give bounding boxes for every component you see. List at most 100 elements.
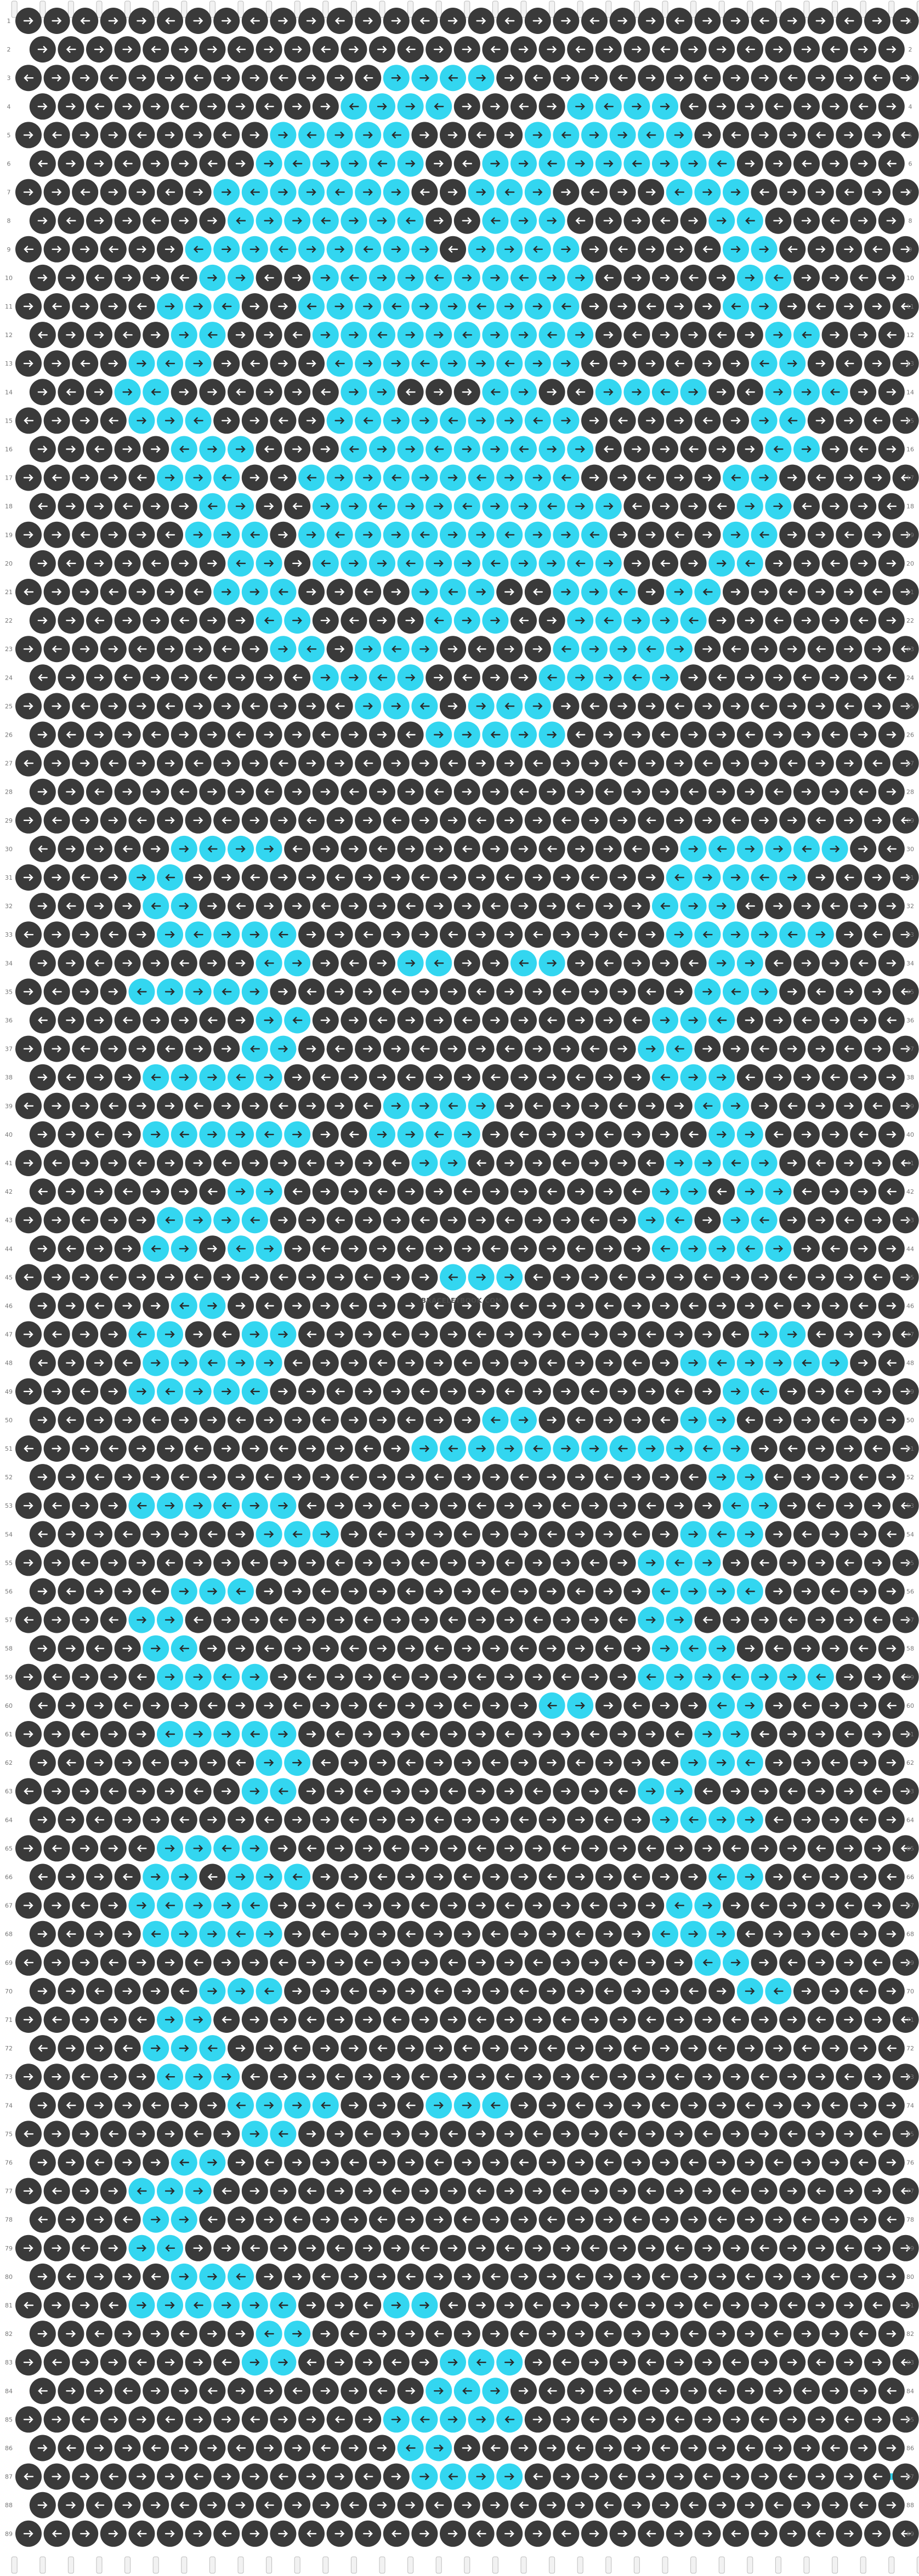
- knot-dark: [58, 264, 84, 291]
- knot-dark: [397, 607, 424, 634]
- knot-accent: [171, 893, 197, 920]
- knot-dark: [397, 36, 424, 63]
- knot-dark: [581, 236, 608, 263]
- knot-dark: [821, 607, 848, 634]
- knot-dark: [143, 264, 169, 291]
- knot-dark: [43, 122, 70, 149]
- knot-dark: [100, 1892, 127, 1919]
- knot-dark: [143, 436, 169, 463]
- knot-dark: [779, 2121, 806, 2147]
- knot-dark: [29, 93, 56, 120]
- knot-dark: [708, 322, 735, 349]
- knot-dark: [43, 1092, 70, 1119]
- knot-dark: [213, 864, 240, 891]
- knot-dark: [369, 1578, 395, 1605]
- row-label: 3: [909, 75, 912, 82]
- knot-dark: [426, 1235, 452, 1262]
- knot-accent: [751, 407, 778, 434]
- knot-dark: [553, 1492, 580, 1519]
- knot-dark: [341, 2435, 367, 2461]
- knot-dark: [638, 521, 665, 548]
- knot-dark: [86, 1635, 112, 1662]
- knot-accent: [383, 350, 410, 377]
- knot-dark: [595, 1521, 622, 1548]
- knot-dark: [779, 693, 806, 720]
- row-label: 60: [906, 1702, 914, 1709]
- knot-dark: [86, 1977, 112, 2004]
- knot-accent: [171, 1064, 197, 1091]
- knot-dark: [680, 550, 707, 577]
- knot-dark: [736, 893, 763, 920]
- knot-dark: [157, 1549, 183, 1576]
- knot-dark: [538, 1064, 565, 1091]
- knot-accent: [538, 264, 565, 291]
- knot-dark: [312, 1292, 339, 1319]
- knot-dark: [496, 2178, 523, 2204]
- knot-accent: [595, 150, 622, 177]
- knot-dark: [241, 1092, 268, 1119]
- knot-accent: [426, 2435, 452, 2461]
- row-label: 40: [906, 1131, 914, 1138]
- knot-dark: [341, 2492, 367, 2518]
- string-end-top: [577, 1, 583, 18]
- knot-dark: [86, 2035, 112, 2062]
- knot-dark: [440, 921, 466, 948]
- knot-dark: [482, 1007, 509, 1034]
- knot-accent: [723, 464, 749, 491]
- knot-dark: [567, 1064, 594, 1091]
- knot-accent: [553, 579, 580, 605]
- knot-dark: [468, 2235, 495, 2261]
- knot-dark: [779, 2007, 806, 2033]
- knot-dark: [86, 1806, 112, 1833]
- knot-accent: [440, 1092, 466, 1119]
- knot-accent: [468, 407, 495, 434]
- knot-dark: [453, 2206, 480, 2233]
- knot-dark: [270, 2178, 297, 2204]
- knot-dark: [128, 1207, 155, 1234]
- knot-dark: [72, 1492, 99, 1519]
- knot-dark: [15, 236, 42, 263]
- knot-accent: [708, 835, 735, 862]
- knot-dark: [369, 1692, 395, 1719]
- knot-accent: [821, 379, 848, 406]
- row-label: 47: [5, 1331, 13, 1338]
- knot-dark: [821, 264, 848, 291]
- knot-dark: [326, 1378, 353, 1405]
- knot-dark: [58, 950, 84, 977]
- knot-dark: [270, 350, 297, 377]
- knot-accent: [524, 350, 551, 377]
- row-label: 81: [5, 2302, 13, 2309]
- knot-accent: [440, 1264, 466, 1291]
- knot-dark: [793, 1064, 820, 1091]
- knot-dark: [694, 1378, 721, 1405]
- knot-accent: [440, 1150, 466, 1176]
- knot-accent: [143, 379, 169, 406]
- knot-dark: [779, 1492, 806, 1519]
- knot-accent: [157, 2292, 183, 2318]
- knot-dark: [453, 1521, 480, 1548]
- row-label: 12: [906, 332, 914, 339]
- knot-dark: [793, 1178, 820, 1205]
- knot-accent: [680, 1749, 707, 1776]
- knot-dark: [638, 2406, 665, 2433]
- knot-accent: [157, 1321, 183, 1348]
- knot-dark: [779, 2463, 806, 2490]
- knot-dark: [793, 2263, 820, 2290]
- knot-accent: [171, 1349, 197, 1376]
- knot-dark: [114, 835, 141, 862]
- knot-dark: [765, 207, 792, 234]
- knot-dark: [72, 8, 99, 34]
- knot-dark: [157, 179, 183, 206]
- knot-dark: [595, 1749, 622, 1776]
- knot-dark: [538, 2092, 565, 2119]
- knot-accent: [383, 122, 410, 149]
- knot-dark: [510, 1635, 537, 1662]
- knot-accent: [694, 1150, 721, 1176]
- knot-dark: [623, 1464, 650, 1491]
- knot-dark: [793, 1464, 820, 1491]
- knot-dark: [850, 1521, 877, 1548]
- knot-dark: [850, 1007, 877, 1034]
- row-label: 31: [906, 874, 914, 881]
- knot-dark: [510, 1806, 537, 1833]
- knot-dark: [15, 579, 42, 605]
